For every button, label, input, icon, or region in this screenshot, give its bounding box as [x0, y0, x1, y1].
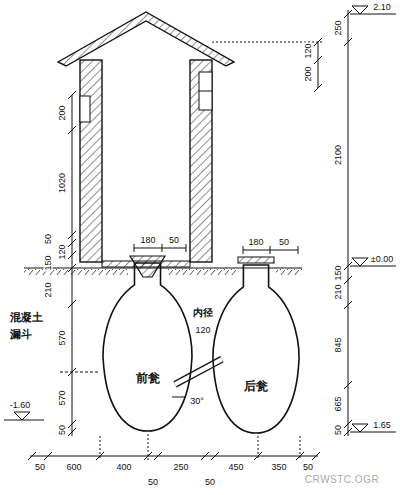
dimension-label: 600	[65, 463, 82, 472]
dimension-label: 400	[115, 463, 132, 472]
urn-vessel: 前瓮	[100, 262, 195, 432]
part-label: 内径	[192, 308, 214, 318]
dimension-label: 50	[302, 463, 314, 472]
dimension-label: 180	[247, 238, 264, 247]
dimension-label: 250	[172, 463, 189, 472]
dimension-label: 845	[334, 336, 343, 353]
dimension-label: 50	[58, 424, 67, 436]
dimension-label: 150	[44, 254, 53, 271]
dimension-label: 50	[334, 424, 343, 436]
part-label: 混凝土 漏斗	[9, 309, 47, 342]
dimension-label: 210	[334, 283, 343, 300]
dimension-label: 250	[334, 19, 343, 36]
dimension-label: 120	[58, 243, 67, 260]
dimension-label: 120	[194, 326, 211, 335]
dimension-label: 50	[168, 236, 180, 245]
dimension-label: ±0.00	[370, 255, 394, 264]
dimension-label: 450	[227, 463, 244, 472]
dimension-label: 2100	[334, 144, 343, 166]
dimension-label: 180	[139, 236, 156, 245]
dimension-label: -1.60	[9, 401, 32, 410]
watermark: CRWSTC.OGR	[304, 475, 380, 485]
dimension-label: 350	[270, 463, 287, 472]
urn-outline	[210, 264, 302, 434]
dimension-label: 50	[204, 478, 216, 487]
dimension-ticks	[68, 91, 76, 436]
ground-line	[24, 267, 302, 268]
left-wall	[80, 60, 102, 262]
dimension-label: 210	[44, 281, 53, 298]
urn-outline	[100, 262, 195, 432]
dimension-ticks	[28, 452, 320, 460]
roof	[58, 12, 234, 66]
dimension-label: 50	[44, 233, 53, 245]
dimension-label: 50	[147, 478, 159, 487]
vessel-name: 后瓮	[243, 380, 269, 393]
dimension-label: 570	[58, 389, 67, 406]
vent-window	[80, 96, 90, 122]
urn-vessel: 后瓮	[210, 264, 302, 434]
dimension-label: 200	[304, 65, 313, 82]
vent-window	[199, 72, 212, 110]
soil-hatch	[166, 269, 236, 275]
rear-cover	[238, 257, 274, 263]
dimension-ticks	[344, 10, 352, 436]
dimension-label: 120	[304, 42, 313, 59]
dimension-label: 1020	[58, 172, 67, 194]
dimension-label: 200	[58, 104, 67, 121]
dimension-label: 2.10	[372, 3, 392, 12]
dimension-label: 1.65	[372, 421, 392, 430]
dimension-label: 665	[334, 395, 343, 412]
vessel-name: 前瓮	[135, 372, 161, 385]
dimension-label: 30°	[189, 397, 205, 406]
dimension-label: 50	[278, 238, 290, 247]
soil-hatch	[276, 269, 302, 275]
soil-hatch	[24, 269, 128, 275]
dimension-label: 570	[58, 329, 67, 346]
dimension-label: 150	[334, 264, 343, 281]
dimension-label: 50	[34, 463, 46, 472]
right-wall	[190, 60, 212, 262]
